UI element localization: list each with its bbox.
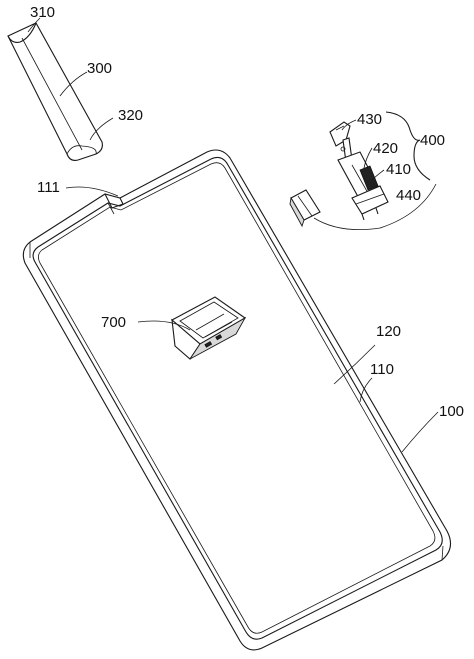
label-440: 440 <box>396 187 421 204</box>
group-bracket-400 <box>385 111 431 181</box>
card-tray-700 <box>171 296 247 360</box>
reference-labels: 310 300 320 430 400 420 410 440 111 700 … <box>30 4 464 420</box>
label-300: 300 <box>87 60 112 77</box>
label-420: 420 <box>373 140 398 157</box>
label-320: 320 <box>118 107 143 124</box>
label-111: 111 <box>37 179 60 196</box>
label-700: 700 <box>101 314 126 331</box>
module-assembly-400 <box>329 121 389 221</box>
label-310: 310 <box>30 4 55 21</box>
device-frame-100 <box>22 149 452 651</box>
label-430: 430 <box>357 111 382 128</box>
label-100: 100 <box>439 403 464 420</box>
label-110: 110 <box>370 361 394 378</box>
small-part-440b <box>289 189 321 228</box>
label-120: 120 <box>376 323 401 340</box>
leader-lines <box>27 17 439 453</box>
cylinder-300 <box>7 22 103 161</box>
label-400: 400 <box>420 132 445 149</box>
label-410: 410 <box>386 161 411 178</box>
